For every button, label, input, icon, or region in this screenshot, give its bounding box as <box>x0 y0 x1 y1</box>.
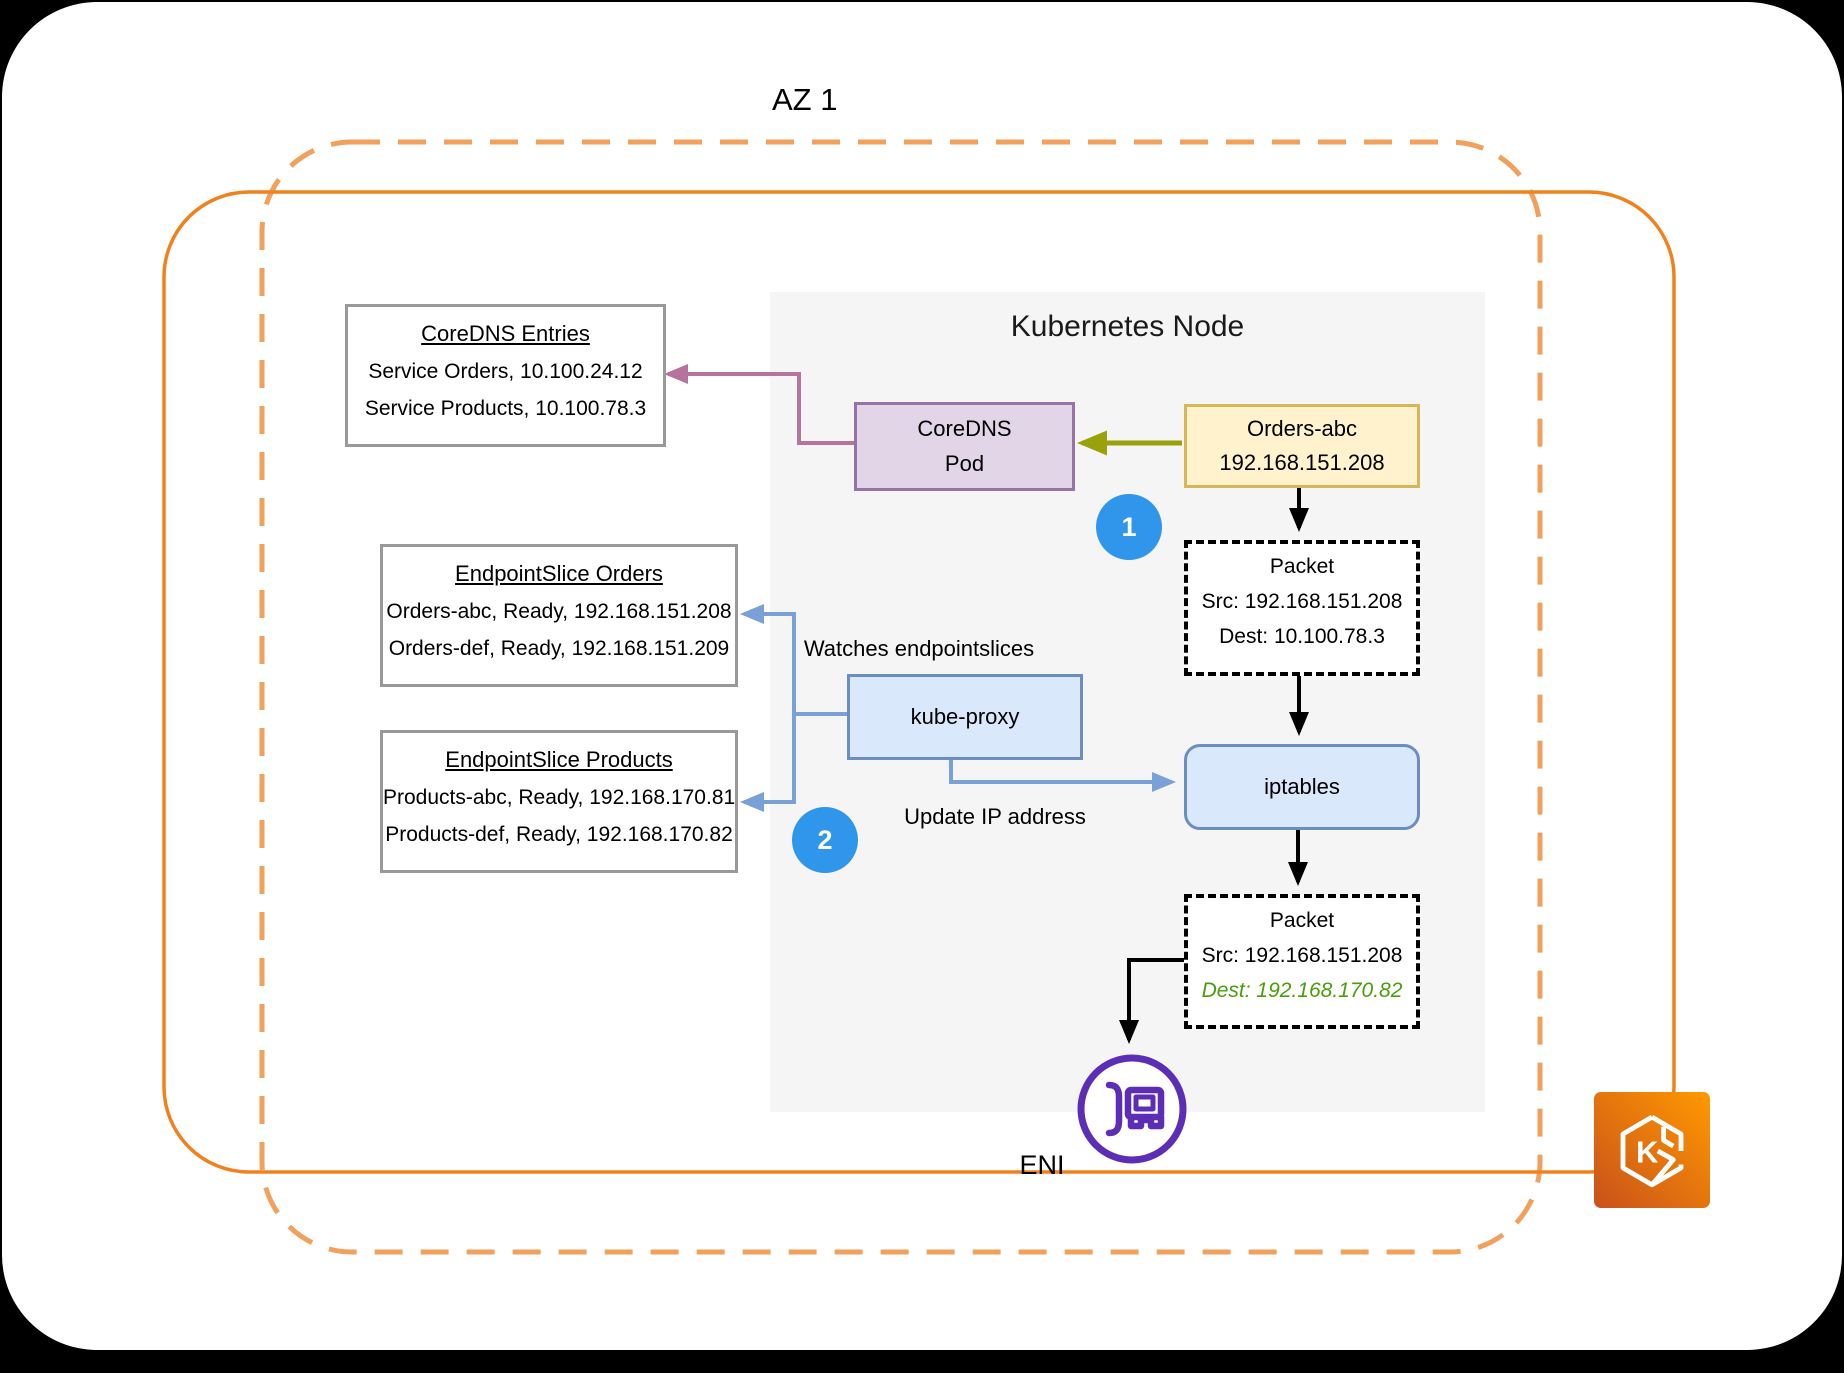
step-2-badge: 2 <box>792 807 858 873</box>
coredns-entries-box: CoreDNS Entries Service Orders, 10.100.2… <box>345 304 666 447</box>
arrow-corednspod-to-entries <box>664 364 854 445</box>
packet-after-src: Src: 192.168.151.208 <box>1201 944 1403 967</box>
packet-before-box: Packet Src: 192.168.151.208 Dest: 10.100… <box>1184 540 1420 676</box>
orders-pod-name: Orders-abc <box>1246 416 1358 441</box>
az-dashed-boundary <box>259 139 1543 1255</box>
eni-network-interface-icon <box>1072 1049 1192 1169</box>
orders-pod-box: Orders-abc 192.168.151.208 <box>1184 404 1420 488</box>
arrow-packet2-to-eni <box>1119 958 1184 1044</box>
iptables-box: iptables <box>1184 744 1420 830</box>
eks-letter: K <box>1636 1135 1659 1170</box>
coredns-entries-row: Service Products, 10.100.78.3 <box>364 397 647 420</box>
az-zone-label: AZ 1 <box>772 82 838 117</box>
coredns-entries-title: CoreDNS Entries <box>421 321 590 346</box>
coredns-pod-line2: Pod <box>944 451 985 476</box>
endpointslice-products-box: EndpointSlice Products Products-abc, Rea… <box>380 730 738 873</box>
packet-after-dest: Dest: 192.168.170.82 <box>1201 979 1403 1002</box>
packet-after-box: Packet Src: 192.168.151.208 Dest: 192.16… <box>1184 894 1420 1029</box>
coredns-pod-box: CoreDNS Pod <box>854 402 1075 491</box>
diagram-canvas: AZ 1 <box>2 2 1842 1350</box>
step-1-badge: 1 <box>1096 494 1162 560</box>
update-ip-address-label: Update IP address <box>904 804 1086 829</box>
endpointslice-orders-box: EndpointSlice Orders Orders-abc, Ready, … <box>380 544 738 687</box>
kube-proxy-box: kube-proxy <box>847 674 1083 760</box>
coredns-pod-line1: CoreDNS <box>917 416 1012 441</box>
endpointslice-orders-row: Orders-abc, Ready, 192.168.151.208 <box>386 600 732 623</box>
packet-before-title: Packet <box>1269 555 1335 578</box>
endpointslice-products-title: EndpointSlice Products <box>445 747 673 772</box>
kube-proxy-label: kube-proxy <box>910 704 1020 729</box>
vpc-solid-boundary <box>162 190 1676 1174</box>
coredns-entries-row: Service Orders, 10.100.24.12 <box>368 360 643 383</box>
endpointslice-orders-row: Orders-def, Ready, 192.168.151.209 <box>388 637 730 660</box>
eni-label: ENI <box>1019 1150 1065 1180</box>
iptables-label: iptables <box>1264 774 1340 799</box>
packet-before-src: Src: 192.168.151.208 <box>1201 590 1403 613</box>
endpointslice-orders-title: EndpointSlice Orders <box>455 561 663 586</box>
orders-pod-ip: 192.168.151.208 <box>1219 450 1385 475</box>
packet-after-title: Packet <box>1269 909 1335 932</box>
watches-endpointslices-label: Watches endpointslices <box>803 636 1035 661</box>
endpointslice-products-row: Products-def, Ready, 192.168.170.82 <box>385 823 733 846</box>
packet-before-dest: Dest: 10.100.78.3 <box>1219 625 1385 648</box>
kubernetes-eks-icon: K <box>1594 1092 1710 1208</box>
arrow-kubeproxy-to-iptables <box>949 754 1176 792</box>
endpointslice-products-row: Products-abc, Ready, 192.168.170.81 <box>383 786 736 809</box>
kubernetes-node-title: Kubernetes Node <box>1010 310 1245 343</box>
